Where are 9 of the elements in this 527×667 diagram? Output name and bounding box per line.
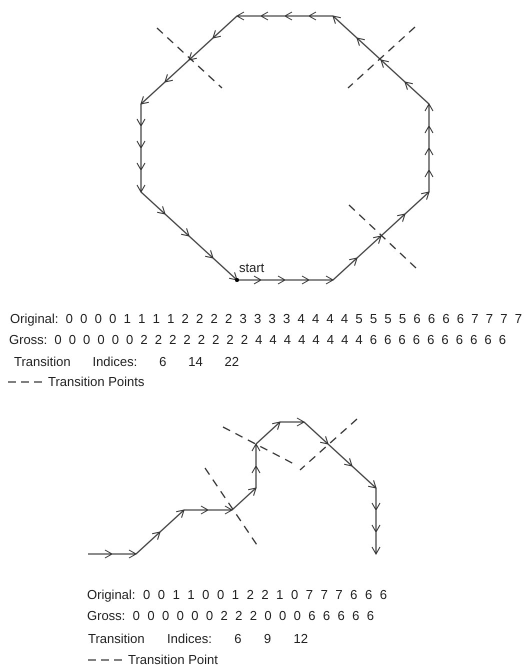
transition-indices: Transition Indices: 6 9 12 [88,631,308,646]
chain-code-sequence: Original: 0 0 1 1 0 0 1 2 2 1 0 7 7 7 6 6 6 [87,587,387,602]
chain-code-sequence: Gross: 0 0 0 0 0 0 2 2 2 0 0 0 6 6 6 6 6 [87,608,374,623]
chain-code-sequence: Gross: 0 0 0 0 0 0 2 2 2 2 2 2 2 2 4 4 4 4 4 4 4 4 6 6 6 6 6 6 6 6 6 6 [9,332,506,347]
legend-text: Transition Point [128,652,218,667]
chain-code-sequence: Original: 0 0 0 0 1 1 1 1 2 2 2 2 3 3 3 3 4 4 4 4 5 5 5 5 6 6 6 6 7 7 7 7 [10,311,522,326]
transition-indices: Transition Indices: 6 14 22 [14,354,239,369]
legend-text: Transition Points [48,374,144,389]
start-label: start [239,260,264,275]
